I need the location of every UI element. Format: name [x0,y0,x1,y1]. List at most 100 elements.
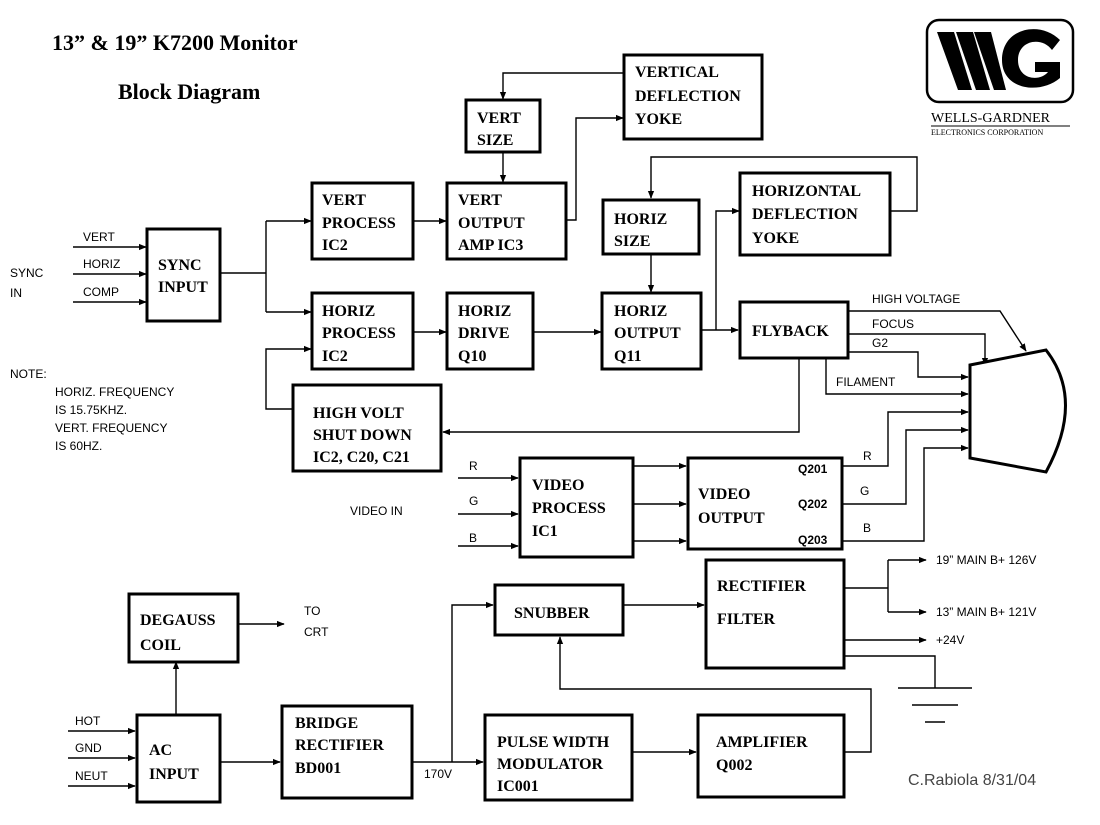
snubber-label: SNUBBER [514,605,590,622]
note-line-2: HORIZ. FREQUENCY [55,385,174,399]
degauss-coil-block: DEGAUSS COIL [127,592,240,664]
amplifier-block: AMPLIFIER Q002 [696,713,846,799]
horiz-drive-line-2: DRIVE [458,325,510,342]
degauss-line-1: DEGAUSS [140,612,216,629]
label-neut: NEUT [75,769,108,783]
vdy-line-2: DEFLECTION [635,88,741,105]
title-line-1: 13” & 19” K7200 Monitor [52,30,298,55]
logo-subtitle: ELECTRONICS CORPORATION [931,128,1043,137]
connections [68,72,1027,790]
hdy-line-1: HORIZONTAL [752,183,861,200]
sync-input-block: SYNC INPUT [145,227,222,323]
label-13-main-b: 13” MAIN B+ 121V [936,605,1036,619]
hvsd-line-1: HIGH VOLT [313,405,404,422]
q203-label: Q203 [798,533,828,547]
ac-input-block: AC INPUT [135,713,222,804]
vert-output-line-2: OUTPUT [458,215,525,232]
note-line-4: VERT. FREQUENCY [55,421,167,435]
label-out-b: B [863,521,871,535]
high-volt-shut-down-block: HIGH VOLT SHUT DOWN IC2, C20, C21 [291,383,443,473]
vert-process-block: VERT PROCESS IC2 [310,181,415,261]
pwm-line-3: IC001 [497,778,539,795]
label-filament: FILAMENT [836,375,896,389]
horizontal-deflection-yoke-block: HORIZONTAL DEFLECTION YOKE [738,171,892,257]
video-process-line-2: PROCESS [532,500,606,517]
label-video-in: VIDEO IN [350,504,403,518]
horiz-output-line-2: OUTPUT [614,325,681,342]
rect-filter-line-2: FILTER [717,611,776,628]
hdy-line-3: YOKE [752,230,799,247]
pulse-width-modulator-block: PULSE WIDTH MODULATOR IC001 [483,713,634,802]
bridge-line-3: BD001 [295,760,341,777]
signature: C.Rabiola 8/31/04 [908,772,1036,789]
note-line-5: IS 60HZ. [55,439,102,453]
label-video-r: R [469,459,478,473]
q202-label: Q202 [798,497,828,511]
horiz-output-block: HORIZ OUTPUT Q11 [600,291,703,371]
note-line-3: IS 15.75KHZ. [55,403,127,417]
horiz-output-line-1: HORIZ [614,303,667,320]
vert-size-line-2: SIZE [477,132,513,149]
label-high-voltage: HIGH VOLTAGE [872,292,960,306]
label-24v: +24V [936,633,964,647]
label-horiz: HORIZ [83,257,120,271]
labels: VERT HORIZ COMP SYNC IN NOTE: HORIZ. FRE… [10,230,1036,789]
label-170v: 170V [424,767,452,781]
hvsd-line-2: SHUT DOWN [313,427,412,444]
label-out-r: R [863,449,872,463]
wells-gardner-logo: WELLS-GARDNER ELECTRONICS CORPORATION [925,18,1075,137]
label-out-g: G [860,484,869,498]
logo-name: WELLS-GARDNER [931,111,1051,126]
hvsd-line-3: IC2, C20, C21 [313,449,410,466]
vert-output-amp-block: VERT OUTPUT AMP IC3 [445,181,568,261]
vert-process-line-3: IC2 [322,237,348,254]
vdy-line-3: YOKE [635,111,682,128]
label-gnd: GND [75,741,102,755]
snubber-block: SNUBBER [493,583,625,637]
wg-logo-mark [937,29,1060,90]
video-output-block: VIDEO OUTPUT Q201 Q202 Q203 [686,456,844,551]
video-process-line-3: IC1 [532,523,558,540]
label-vert: VERT [83,230,115,244]
horiz-process-line-1: HORIZ [322,303,375,320]
flyback-block: FLYBACK [738,300,850,360]
vertical-deflection-yoke-block: VERTICAL DEFLECTION YOKE [622,53,764,141]
q201-label: Q201 [798,462,828,476]
vdy-line-1: VERTICAL [635,64,719,81]
label-19-main-b: 19” MAIN B+ 126V [936,553,1036,567]
degauss-line-2: COIL [140,637,181,654]
video-output-line-2: OUTPUT [698,510,765,527]
horiz-process-block: HORIZ PROCESS IC2 [310,291,415,371]
bridge-line-2: RECTIFIER [295,737,384,754]
horiz-process-line-3: IC2 [322,348,348,365]
label-g2: G2 [872,336,888,350]
bridge-rectifier-block: BRIDGE RECTIFIER BD001 [280,704,414,800]
bridge-line-1: BRIDGE [295,715,358,732]
amplifier-line-2: Q002 [716,757,752,774]
label-to: TO [304,604,320,618]
label-focus: FOCUS [872,317,914,331]
horiz-size-block: HORIZ SIZE [601,198,701,256]
horiz-drive-block: HORIZ DRIVE Q10 [445,291,535,371]
sync-input-line-2: INPUT [158,279,208,296]
rect-filter-line-1: RECTIFIER [717,578,806,595]
video-process-line-1: VIDEO [532,477,584,494]
pwm-line-1: PULSE WIDTH [497,734,610,751]
label-sync: SYNC [10,266,44,280]
sync-input-line-1: SYNC [158,257,202,274]
horiz-size-line-2: SIZE [614,233,650,250]
note-line-1: NOTE: [10,367,47,381]
flyback-label: FLYBACK [752,323,829,340]
ac-input-line-1: AC [149,742,172,759]
hdy-line-2: DEFLECTION [752,206,858,223]
video-output-line-1: VIDEO [698,486,750,503]
amplifier-line-1: AMPLIFIER [716,734,808,751]
vert-size-line-1: VERT [477,110,521,127]
vert-size-block: VERT SIZE [464,98,542,154]
vert-output-line-1: VERT [458,192,502,209]
rectifier-filter-block: RECTIFIER FILTER [704,558,846,670]
vert-output-line-3: AMP IC3 [458,237,523,254]
label-in: IN [10,286,22,300]
horiz-drive-line-3: Q10 [458,348,486,365]
